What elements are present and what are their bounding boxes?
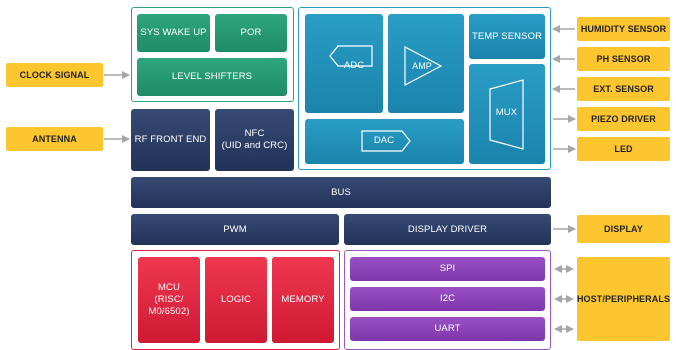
analog-group-frame: [298, 7, 551, 170]
level-shifters-block: LEVEL SHIFTERS: [137, 58, 287, 96]
piezo-driver-label: PIEZO DRIVER: [577, 107, 670, 131]
mux-label: MUX: [495, 107, 518, 118]
i2c-block: I2C: [350, 287, 545, 311]
antenna-label: ANTENNA: [6, 127, 103, 151]
led-label: LED: [577, 137, 670, 161]
adc-block: [305, 14, 383, 113]
ph-sensor-label: PH SENSOR: [577, 47, 670, 71]
amp-label: AMP: [412, 61, 432, 71]
clock-signal-label: CLOCK SIGNAL: [6, 63, 103, 87]
dac-symbol: [361, 130, 411, 152]
temp-sensor-block: TEMP SENSOR: [469, 14, 545, 59]
mux-block: [469, 64, 545, 164]
mcu-block: MCU (RISC/ M0/6502): [138, 257, 200, 343]
mux-symbol: [489, 79, 524, 150]
logic-block: LOGIC: [205, 257, 267, 343]
display-label: DISPLAY: [577, 215, 670, 243]
power-group-frame: [131, 7, 294, 102]
dac-label: DAC: [373, 135, 395, 146]
adc-label: ADC: [343, 60, 365, 71]
bus-block: BUS: [131, 177, 551, 208]
adc-symbol: [329, 45, 373, 67]
por-block: POR: [215, 14, 287, 52]
amp-symbol: [404, 46, 443, 86]
sys-wake-up-block: SYS WAKE UP: [137, 14, 210, 52]
amp-block: [388, 14, 464, 113]
humidity-sensor-label: HUMIDITY SENSOR: [577, 17, 670, 41]
host-peripherals-label: HOST/PERIPHERALS: [577, 257, 670, 341]
rf-front-end-block: RF FRONT END: [131, 109, 210, 171]
pwm-block: PWM: [131, 214, 339, 245]
uart-block: UART: [350, 317, 545, 341]
nfc-block: NFC (UID and CRC): [215, 109, 294, 171]
ext-sensor-label: EXT. SENSOR: [577, 77, 670, 101]
display-driver-block: DISPLAY DRIVER: [344, 214, 551, 245]
memory-block: MEMORY: [272, 257, 334, 343]
dac-block: [305, 119, 464, 164]
spi-block: SPI: [350, 257, 545, 281]
